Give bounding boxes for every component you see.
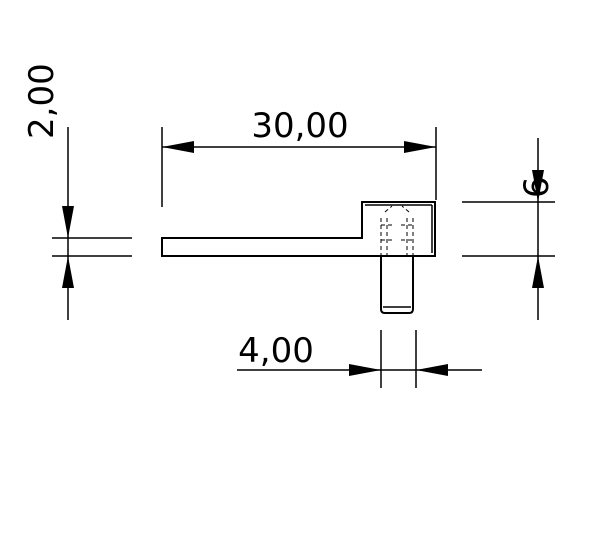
dimension-height: 6 <box>462 138 557 320</box>
dimension-thickness: 2,00 <box>22 63 132 320</box>
dimension-screw-diameter: 4,00 <box>237 330 482 388</box>
dimension-length: 30,00 <box>161 106 437 207</box>
dimension-thickness-label: 2,00 <box>22 63 62 139</box>
arrow-left <box>416 364 448 376</box>
arrow-up <box>62 256 74 288</box>
part-outline <box>161 201 436 257</box>
dimension-height-label: 6 <box>517 176 557 198</box>
arrow-left <box>162 141 194 153</box>
screw <box>380 205 414 314</box>
arrow-right <box>404 141 436 153</box>
arrow-down <box>532 170 544 202</box>
arrow-right <box>349 364 381 376</box>
arrow-up <box>532 256 544 288</box>
arrow-down <box>62 206 74 238</box>
dimension-length-label: 30,00 <box>251 106 348 146</box>
dimension-screw-diameter-label: 4,00 <box>238 331 314 371</box>
